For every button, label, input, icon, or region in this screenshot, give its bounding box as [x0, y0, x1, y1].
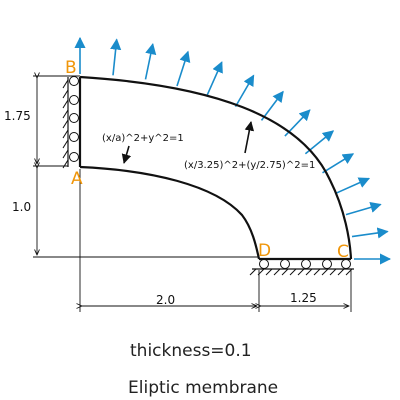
upper-height-value: 1.75 [4, 109, 31, 123]
inner-width-value: 2.0 [156, 293, 175, 307]
pressure-arrow [176, 50, 191, 87]
roller [280, 259, 290, 269]
left-roller-support [62, 76, 79, 169]
roller [69, 76, 79, 86]
outer-ellipse-equation: (x/3.25)^2+(y/2.75)^2=1 [184, 160, 315, 171]
roller [69, 132, 79, 142]
pressure-arrow [351, 227, 389, 239]
membrane-outline [78, 75, 353, 261]
pressure-arrow [335, 177, 371, 194]
pressure-arrow [234, 74, 255, 108]
pressure-arrow [110, 38, 122, 76]
point-label-d: D [258, 241, 271, 261]
pressure-arrow [206, 61, 223, 96]
point-label-b: B [65, 58, 77, 78]
pressure-arrow [345, 201, 382, 216]
roller [259, 259, 269, 269]
pressure-arrow [322, 153, 355, 174]
roller [69, 95, 79, 105]
roller [69, 113, 79, 123]
diagram-title: Eliptic membrane [128, 378, 278, 398]
inner-ellipse-boundary [79, 165, 261, 260]
roller [69, 152, 79, 162]
outer-equation-pointer [244, 121, 255, 154]
bottom-roller-support [249, 259, 354, 276]
roller [341, 259, 351, 269]
outer-ellipse-boundary [79, 75, 353, 260]
vertical-dimensions [33, 76, 259, 258]
horizontal-dimensions [80, 169, 352, 312]
lower-height-value: 1.0 [12, 200, 31, 214]
thickness-caption: thickness=0.1 [130, 341, 252, 361]
pressure-arrow [144, 43, 157, 80]
pressure-arrow [260, 90, 284, 121]
pressure-load-arrows [74, 36, 392, 265]
point-label-c: C [337, 242, 349, 262]
roller [301, 259, 311, 269]
point-label-a: A [71, 169, 83, 189]
roller [322, 259, 332, 269]
inner-equation-pointer [121, 145, 132, 164]
inner-ellipse-equation: (x/a)^2+y^2=1 [102, 133, 184, 144]
outer-width-value: 1.25 [290, 291, 317, 305]
